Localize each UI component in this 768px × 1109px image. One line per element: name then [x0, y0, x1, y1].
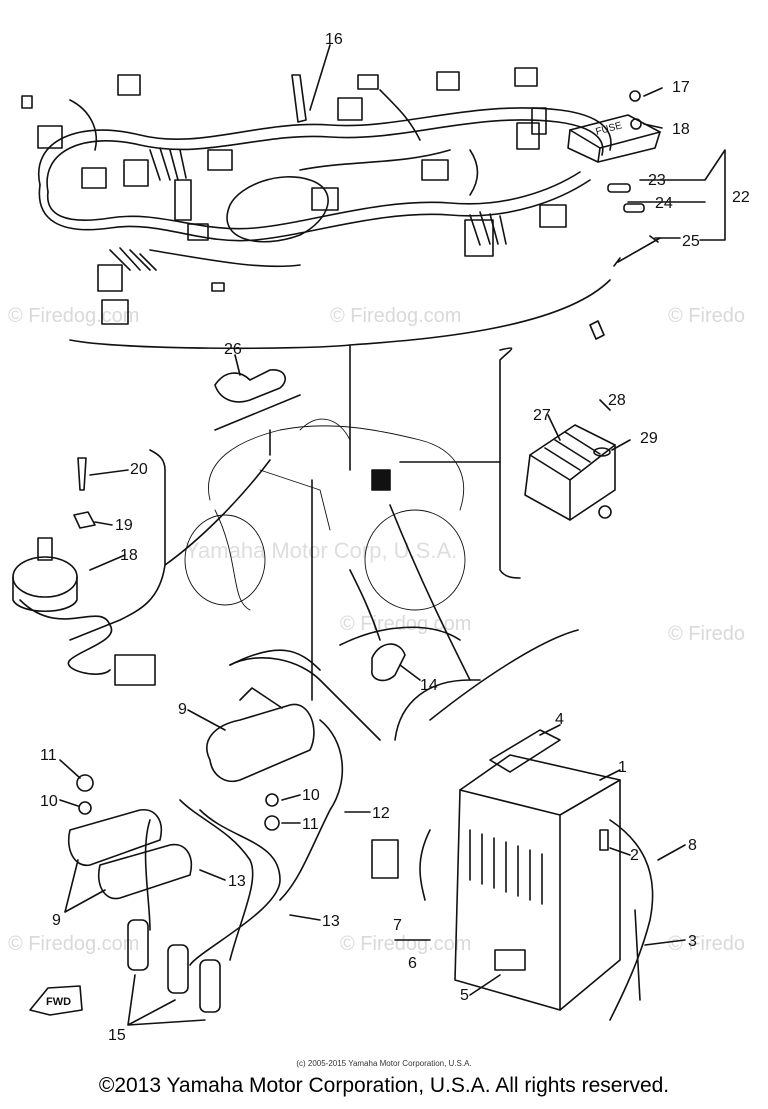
motorcycle-frame	[184, 418, 466, 611]
footer-copyright: ©2013 Yamaha Motor Corporation, U.S.A. A…	[98, 1074, 670, 1097]
callout: 7	[393, 917, 402, 934]
watermark-firedog: © Firedog.com	[340, 933, 471, 955]
label-plate-5	[494, 949, 526, 971]
switch-connector	[114, 654, 156, 686]
bracket-25	[214, 369, 301, 456]
callout: 17	[672, 79, 690, 96]
callout: 12	[372, 805, 390, 822]
bolt-28	[589, 320, 605, 340]
screw-part	[629, 90, 641, 102]
screw-20	[77, 457, 87, 491]
callout: 28	[608, 392, 626, 409]
fuse-holder-24	[613, 235, 661, 267]
group-bracket	[429, 629, 579, 721]
ignition-coil-9c	[98, 843, 192, 900]
callout: 5	[460, 987, 469, 1004]
callout: 19	[115, 517, 133, 534]
small-copyright: (c) 2005-2015 Yamaha Motor Corporation, …	[296, 1059, 472, 1068]
callout: 23	[648, 172, 666, 189]
callout: 11	[40, 747, 57, 764]
callout: 16	[325, 31, 343, 48]
callout: 24	[655, 195, 673, 212]
callout: 29	[640, 430, 658, 447]
callout: 27	[533, 407, 551, 424]
callout: 13	[322, 913, 340, 930]
battery	[454, 754, 621, 1011]
callout: 18	[672, 121, 690, 138]
regulator-group	[389, 320, 616, 681]
callouts: 16 17 18 23 22 24 25 26 28 27 29 20 19 1…	[40, 31, 750, 1044]
callout: 25	[682, 233, 700, 250]
callout: 10	[40, 793, 58, 810]
wire-harness: FUSE	[21, 67, 661, 325]
callout: 20	[130, 461, 148, 478]
callout: 10	[302, 787, 320, 804]
plug-cap-15a	[127, 919, 149, 971]
fwd-label: FWD	[46, 996, 71, 1008]
callout: 15	[108, 1027, 126, 1044]
callout: 4	[555, 711, 564, 728]
ignition-coil-group	[68, 479, 481, 1013]
callout: 2	[630, 847, 639, 864]
breather-2	[599, 829, 609, 851]
fuse-22	[607, 183, 631, 193]
callout: 9	[52, 912, 61, 929]
battery-band-4	[489, 729, 561, 773]
fuse-23	[623, 203, 645, 213]
callout: 1	[618, 759, 627, 776]
leader-lines	[59, 44, 726, 1026]
watermark-firedog: © Firedog.com	[330, 305, 461, 327]
callout: 26	[224, 341, 242, 358]
watermark-firedog: © Firedog.com	[8, 933, 139, 955]
watermark-firedog: © Firedog.com	[340, 613, 471, 635]
nut-part	[630, 118, 642, 130]
watermark-firedog: © Firedo	[668, 933, 745, 955]
callout: 11	[302, 816, 319, 833]
watermark-firedog: © Firedo	[668, 305, 745, 327]
nut-11a	[76, 774, 94, 792]
watermark-firedog: © Firedo	[668, 623, 745, 645]
ignition-key	[37, 537, 53, 561]
watermark-center: Yamaha Motor Corp, U.S.A.	[185, 538, 457, 563]
fwd-arrow: FWD	[29, 985, 83, 1016]
ignition-coil-9a	[206, 703, 315, 782]
callout: 9	[178, 701, 187, 718]
nut-11b	[264, 815, 280, 831]
callout: 22	[732, 189, 750, 206]
regulator-mount	[371, 469, 391, 491]
watermark-firedog: © Firedog.com	[8, 305, 139, 327]
callout: 13	[228, 873, 246, 890]
nut-19	[73, 511, 96, 529]
plug-cap-15b	[167, 944, 189, 994]
cable-tie	[291, 74, 307, 123]
main-switch	[12, 556, 78, 598]
terminal-cover-7	[371, 839, 399, 879]
washer-29	[593, 447, 611, 457]
plug-cap-15c	[199, 959, 221, 1013]
callout: 8	[688, 837, 697, 854]
battery-group	[371, 729, 654, 1021]
callout: 6	[408, 955, 417, 972]
group-bracket	[229, 649, 321, 671]
regulator	[524, 424, 616, 521]
callout: 14	[420, 677, 438, 694]
washer-10b	[265, 793, 279, 807]
fuse-box	[567, 114, 661, 163]
washer-10a	[78, 801, 92, 815]
main-switch-group	[12, 449, 271, 686]
ignition-coil-9b	[68, 809, 162, 866]
callout: 18	[120, 547, 138, 564]
callout: 3	[688, 933, 697, 950]
clamp-14	[339, 569, 461, 682]
